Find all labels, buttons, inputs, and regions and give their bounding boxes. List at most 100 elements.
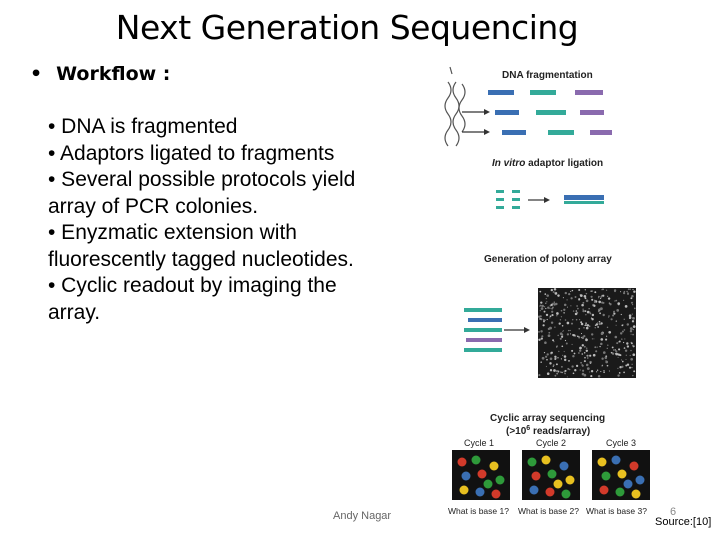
polony-dot	[607, 344, 609, 346]
polony-dot	[594, 291, 597, 294]
polony-dot	[589, 325, 591, 327]
polony-dot	[629, 288, 631, 290]
polony-dot	[556, 312, 559, 315]
polony-dot	[560, 316, 563, 318]
polony-dot	[599, 312, 601, 315]
polony-dot	[539, 304, 542, 307]
nucleotide-bead	[483, 479, 493, 489]
step-cyclic-sequencing: Cyclic array sequencing	[490, 413, 605, 424]
polony-dot	[608, 316, 610, 318]
polony-dot	[572, 354, 575, 358]
polony-dot	[578, 335, 580, 338]
polony-dot	[563, 351, 565, 353]
polony-dot	[614, 349, 616, 351]
polony-dot	[630, 297, 633, 300]
polony-dot	[626, 342, 629, 345]
polony-dot	[538, 338, 541, 341]
polony-dot	[588, 311, 591, 314]
polony-dot	[591, 313, 595, 317]
nucleotide-bead	[457, 457, 467, 467]
polony-dot	[564, 319, 567, 321]
polony-dot	[566, 376, 568, 378]
polony-dot	[541, 356, 545, 360]
polony-dot	[624, 305, 628, 308]
polony-dot	[556, 315, 558, 317]
polony-dot	[543, 320, 545, 323]
polony-dot	[600, 342, 603, 346]
fragment-group	[488, 90, 612, 135]
polony-dot	[553, 303, 556, 306]
nucleotide-bead	[631, 489, 641, 499]
polony-dot	[583, 360, 586, 363]
fragment-stack	[464, 308, 502, 352]
nucleotide-bead	[541, 455, 551, 465]
polony-dot	[608, 370, 610, 372]
cycle-label-1: Cycle 1	[464, 438, 494, 448]
polony-dot	[559, 371, 562, 373]
polony-dot	[571, 343, 573, 346]
polony-dot	[614, 353, 616, 355]
polony-dot	[546, 353, 549, 356]
polony-dot	[628, 316, 632, 320]
polony-dot	[615, 352, 619, 356]
polony-dot	[617, 374, 620, 377]
polony-dot	[627, 288, 630, 291]
polony-dot	[572, 319, 574, 321]
polony-dot	[563, 355, 567, 358]
nucleotide-bead	[561, 489, 571, 499]
polony-dot	[560, 365, 563, 368]
polony-dot	[621, 330, 624, 333]
polony-dot	[618, 353, 621, 356]
polony-dot	[581, 303, 584, 307]
polony-dot	[623, 292, 626, 295]
polony-dot	[543, 351, 546, 354]
polony-dot	[567, 367, 570, 370]
polony-dot	[626, 363, 630, 366]
polony-dot	[551, 306, 554, 309]
polony-dot	[630, 301, 634, 304]
polony-dot	[555, 369, 559, 373]
polony-dot	[552, 339, 555, 342]
polony-dot	[598, 308, 601, 311]
polony-dot	[629, 327, 633, 330]
polony-dot	[613, 312, 616, 315]
polony-dot	[541, 335, 544, 338]
polony-dot	[594, 327, 596, 329]
polony-dot	[599, 297, 602, 300]
polony-dot	[610, 318, 613, 321]
polony-dot	[602, 351, 606, 354]
polony-dot	[607, 295, 609, 297]
polony-dot	[595, 350, 598, 353]
workflow-heading: •Workflow :	[30, 63, 170, 85]
cycle-beads	[457, 455, 645, 499]
polony-dot	[569, 368, 571, 371]
polony-dot	[580, 333, 583, 335]
polony-dot	[544, 319, 546, 322]
polony-dot	[561, 325, 564, 327]
polony-dot	[626, 290, 628, 293]
polony-dot	[616, 309, 620, 312]
nucleotide-bead	[565, 475, 575, 485]
polony-dot	[586, 355, 589, 357]
polony-dot	[629, 329, 633, 333]
polony-dot	[580, 361, 583, 364]
polony-dot	[566, 333, 570, 336]
polony-dot	[589, 371, 591, 373]
polony-dot	[573, 352, 576, 355]
polony-dot	[589, 362, 592, 364]
polony-dot	[611, 346, 614, 349]
step-dna-fragmentation: DNA fragmentation	[502, 70, 593, 81]
nucleotide-bead	[615, 487, 625, 497]
polony-dot	[626, 292, 630, 295]
polony-dot	[544, 293, 547, 295]
polony-dot	[625, 364, 628, 367]
polony-dot	[566, 321, 570, 325]
nucleotide-bead	[559, 461, 569, 471]
polony-dot	[600, 371, 602, 373]
polony-dot	[618, 372, 621, 374]
list-item: • Enyzmatic extension with fluorescently…	[48, 221, 354, 271]
ngs-workflow-figure: DNA fragmentation In vitro adaptor ligat…	[444, 66, 650, 516]
adaptor-group	[496, 190, 520, 209]
polony-dot	[598, 322, 602, 326]
polony-dot	[559, 319, 562, 321]
